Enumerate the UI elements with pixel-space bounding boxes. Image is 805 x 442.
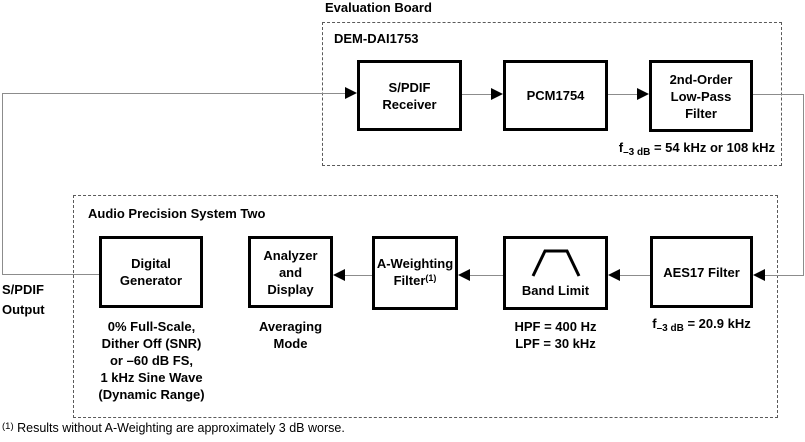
spdif-output-label: S/PDIF Output	[2, 282, 45, 317]
block-band-limit: Band Limit	[503, 236, 608, 310]
footnote: (1) Results without A-Weighting are appr…	[2, 421, 345, 435]
lpf-cutoff-annotation: f–3 dB = 54 kHz or 108 kHz	[618, 140, 775, 158]
aes17-cutoff-annotation: f–3 dB = 20.9 kHz	[652, 316, 751, 334]
connector-receiver-to-pcm	[462, 94, 492, 95]
arrowhead-into-aweighting	[458, 269, 470, 281]
analyzer-mode-annotation: Averaging Mode	[258, 319, 323, 351]
footnote-ref: (1)	[2, 421, 14, 432]
bandpass-filter-icon	[531, 249, 580, 277]
connector-pcm-to-lpf	[608, 94, 638, 95]
arrowhead-into-pcm1754	[491, 88, 503, 100]
evaluation-board-label: Evaluation Board	[325, 0, 432, 15]
connector-loop-left	[2, 93, 3, 274]
connector-loop-right	[803, 94, 804, 275]
block-digital-generator: Digital Generator	[99, 236, 203, 308]
arrowhead-into-aes17	[753, 269, 765, 281]
a-weighting-footnote-ref: (1)	[425, 273, 437, 283]
arrowhead-into-lpf	[637, 88, 649, 100]
connector-bandlimit-to-aweighting	[470, 275, 503, 276]
block-analyzer-display: Analyzer and Display	[248, 236, 333, 308]
connector-loop-top	[2, 93, 346, 94]
connector-generator-out	[2, 274, 99, 275]
generator-settings-annotation: 0% Full-Scale, Dither Off (SNR) or –60 d…	[98, 319, 205, 402]
audio-precision-dashed-box	[73, 195, 778, 418]
block-pcm1754: PCM1754	[503, 60, 608, 131]
connector-aweighting-to-analyzer	[345, 275, 372, 276]
connector-into-aes17	[765, 275, 804, 276]
audio-precision-label: Audio Precision System Two	[88, 206, 266, 221]
connector-lpf-out	[753, 94, 803, 95]
block-low-pass-filter: 2nd-Order Low-Pass Filter	[649, 60, 753, 132]
band-limit-settings-annotation: HPF = 400 Hz LPF = 30 kHz	[514, 319, 597, 351]
arrowhead-into-analyzer	[333, 269, 345, 281]
dem-dai1753-label: DEM-DAI1753	[334, 31, 419, 46]
block-spdif-receiver: S/PDIF Receiver	[357, 60, 462, 131]
arrowhead-into-spdif-receiver	[345, 87, 357, 99]
block-a-weighting-filter: A-Weighting Filter(1)	[372, 236, 458, 310]
block-aes17-filter: AES17 Filter	[650, 236, 753, 308]
connector-aes17-to-bandlimit	[620, 275, 650, 276]
arrowhead-into-bandlimit	[608, 269, 620, 281]
